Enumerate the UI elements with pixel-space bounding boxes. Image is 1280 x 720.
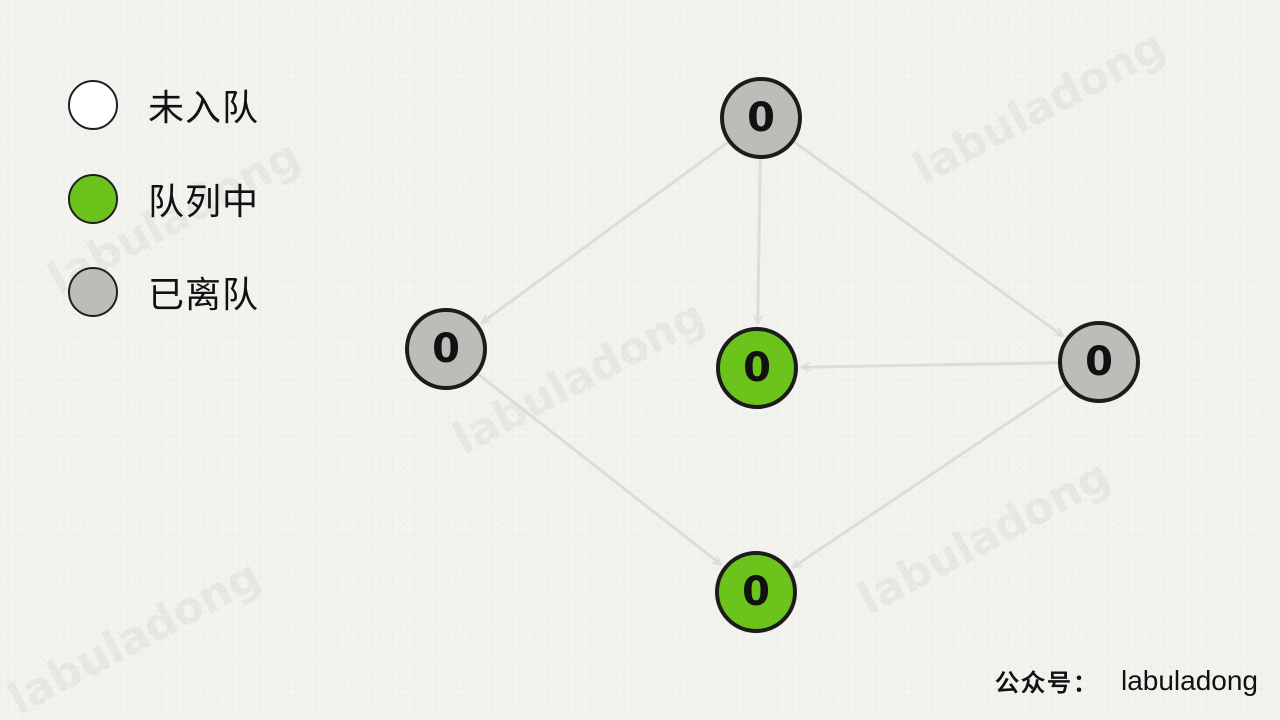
node-circle <box>715 551 797 633</box>
edges-layer <box>476 140 1067 567</box>
edge-n4-n5 <box>793 383 1067 567</box>
legend-label: 队列中 <box>148 182 260 223</box>
footer-credit: 公众号： labuladong <box>995 663 1258 698</box>
graph-node-n4: 0 <box>1058 321 1140 403</box>
graph-node-n1: 0 <box>720 77 802 159</box>
legend-item-dequeued: 已离队 <box>68 266 259 318</box>
legend-swatch-not-queued <box>68 80 118 130</box>
node-circle <box>1058 321 1140 403</box>
graph-node-n2: 0 <box>405 308 487 390</box>
edge-n1-n3 <box>758 157 761 325</box>
edge-n4-n3 <box>800 361 1060 367</box>
node-label: 0 <box>743 345 771 391</box>
footer-prefix: 公众号： <box>994 668 1099 697</box>
legend-label: 未入队 <box>148 88 260 129</box>
legend-label: 已离队 <box>148 275 260 316</box>
edge-n1-n2 <box>482 140 730 322</box>
node-circle <box>720 77 802 159</box>
graph-node-n3: 0 <box>716 327 798 409</box>
edge-n1-n4 <box>792 140 1062 336</box>
node-label: 0 <box>747 95 775 141</box>
legend-item-in-queue: 队列中 <box>68 173 259 225</box>
nodes-layer: 0 0 0 0 0 <box>405 77 1140 633</box>
node-label: 0 <box>432 326 460 372</box>
node-circle <box>405 308 487 390</box>
legend-swatch-in-queue <box>68 174 118 224</box>
node-label: 0 <box>742 569 770 615</box>
legend-item-not-queued: 未入队 <box>68 79 259 131</box>
graph-node-n5: 0 <box>715 551 797 633</box>
footer-text: labuladong <box>1120 664 1258 696</box>
node-label: 0 <box>1085 339 1113 385</box>
edge-n2-n5 <box>476 372 720 564</box>
node-circle <box>716 327 798 409</box>
legend-swatch-dequeued <box>68 267 118 317</box>
